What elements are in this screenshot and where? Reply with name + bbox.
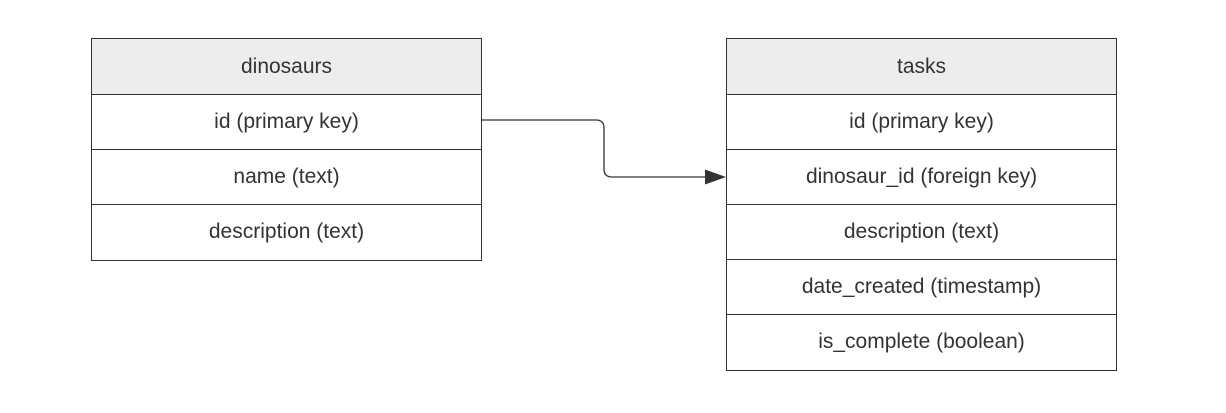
- entity-title: tasks: [727, 39, 1116, 94]
- connector-line: [482, 119, 705, 178]
- entity-title: dinosaurs: [92, 39, 481, 94]
- field-description: description (text): [92, 204, 481, 259]
- field-date-created: date_created (timestamp): [727, 259, 1116, 314]
- field-id: id (primary key): [92, 94, 481, 149]
- entity-dinosaurs[interactable]: dinosaurs id (primary key) name (text) d…: [91, 38, 482, 261]
- field-description: description (text): [727, 204, 1116, 259]
- field-id: id (primary key): [727, 94, 1116, 149]
- field-name: name (text): [92, 149, 481, 204]
- entity-tasks[interactable]: tasks id (primary key) dinosaur_id (fore…: [726, 38, 1117, 371]
- field-is-complete: is_complete (boolean): [727, 314, 1116, 369]
- field-dinosaur-id: dinosaur_id (foreign key): [727, 149, 1116, 204]
- connector-arrowhead: [705, 169, 726, 185]
